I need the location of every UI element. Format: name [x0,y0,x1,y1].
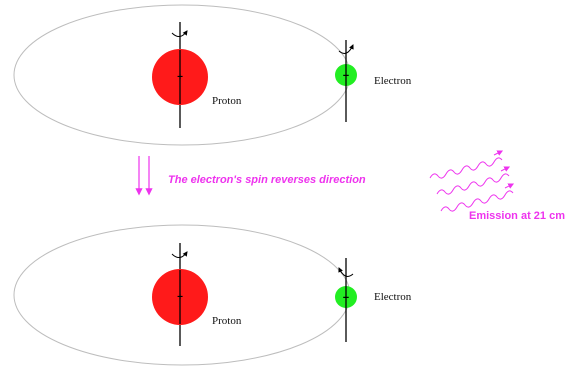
wave-3-arrow [504,183,515,189]
top-electron-spin-arrow [338,44,354,54]
top-electron-sign: − [343,70,349,82]
wave-2-arrow [500,166,511,172]
top-proton-label: Proton [212,95,242,107]
bottom-proton-sign: + [177,292,183,303]
bottom-proton-spin-arrow [171,251,188,258]
bottom-proton-label: Proton [212,315,242,327]
bottom-electron-spin-arrow [338,267,354,277]
bottom-electron-label: Electron [374,291,412,303]
top-proton-sign: + [177,72,183,83]
top-atom: + Proton − Electron [13,4,412,146]
bottom-atom: + Proton − Electron [13,224,412,366]
bottom-electron-sign: − [343,292,349,304]
wave-1 [429,157,503,179]
spin-flip-transition: The electron's spin reverses direction [135,156,366,196]
emission-label: Emission at 21 cm [469,210,565,222]
top-electron-label: Electron [374,75,412,87]
wave-2 [436,173,510,195]
top-proton-spin-arrow [171,30,188,37]
wave-1-arrow [493,150,504,156]
emission-waves: Emission at 21 cm [429,150,565,222]
transition-text: The electron's spin reverses direction [168,174,366,186]
wave-3 [440,190,514,212]
